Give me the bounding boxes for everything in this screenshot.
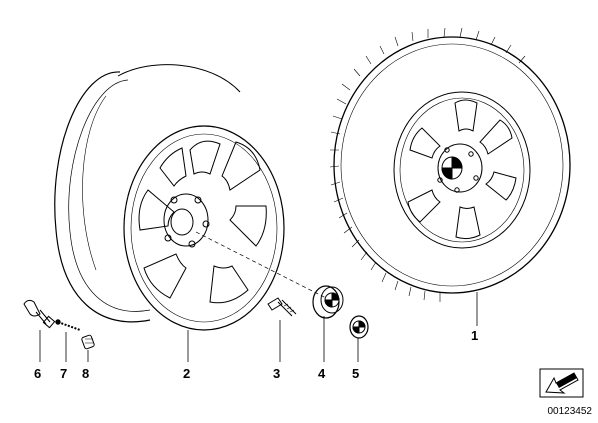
assembly-line <box>195 231 331 301</box>
arrow-southwest-icon <box>539 368 584 398</box>
valve-insert <box>55 319 81 362</box>
hub-cap <box>312 285 344 362</box>
callout-7: 7 <box>60 366 68 381</box>
valve <box>23 299 56 362</box>
callout-8: 8 <box>82 366 90 381</box>
catalog-number: 00123452 <box>547 406 593 417</box>
complete-wheel-tire <box>329 27 571 326</box>
callout-6: 6 <box>34 366 42 381</box>
rim <box>54 64 285 362</box>
emblem <box>349 315 369 362</box>
callout-1: 1 <box>471 328 479 343</box>
callout-5: 5 <box>352 366 360 381</box>
valve-cap <box>81 334 95 362</box>
callout-2: 2 <box>183 366 191 381</box>
callout-4: 4 <box>318 366 326 381</box>
callout-3: 3 <box>273 366 281 381</box>
wheel-bolt <box>267 297 297 362</box>
